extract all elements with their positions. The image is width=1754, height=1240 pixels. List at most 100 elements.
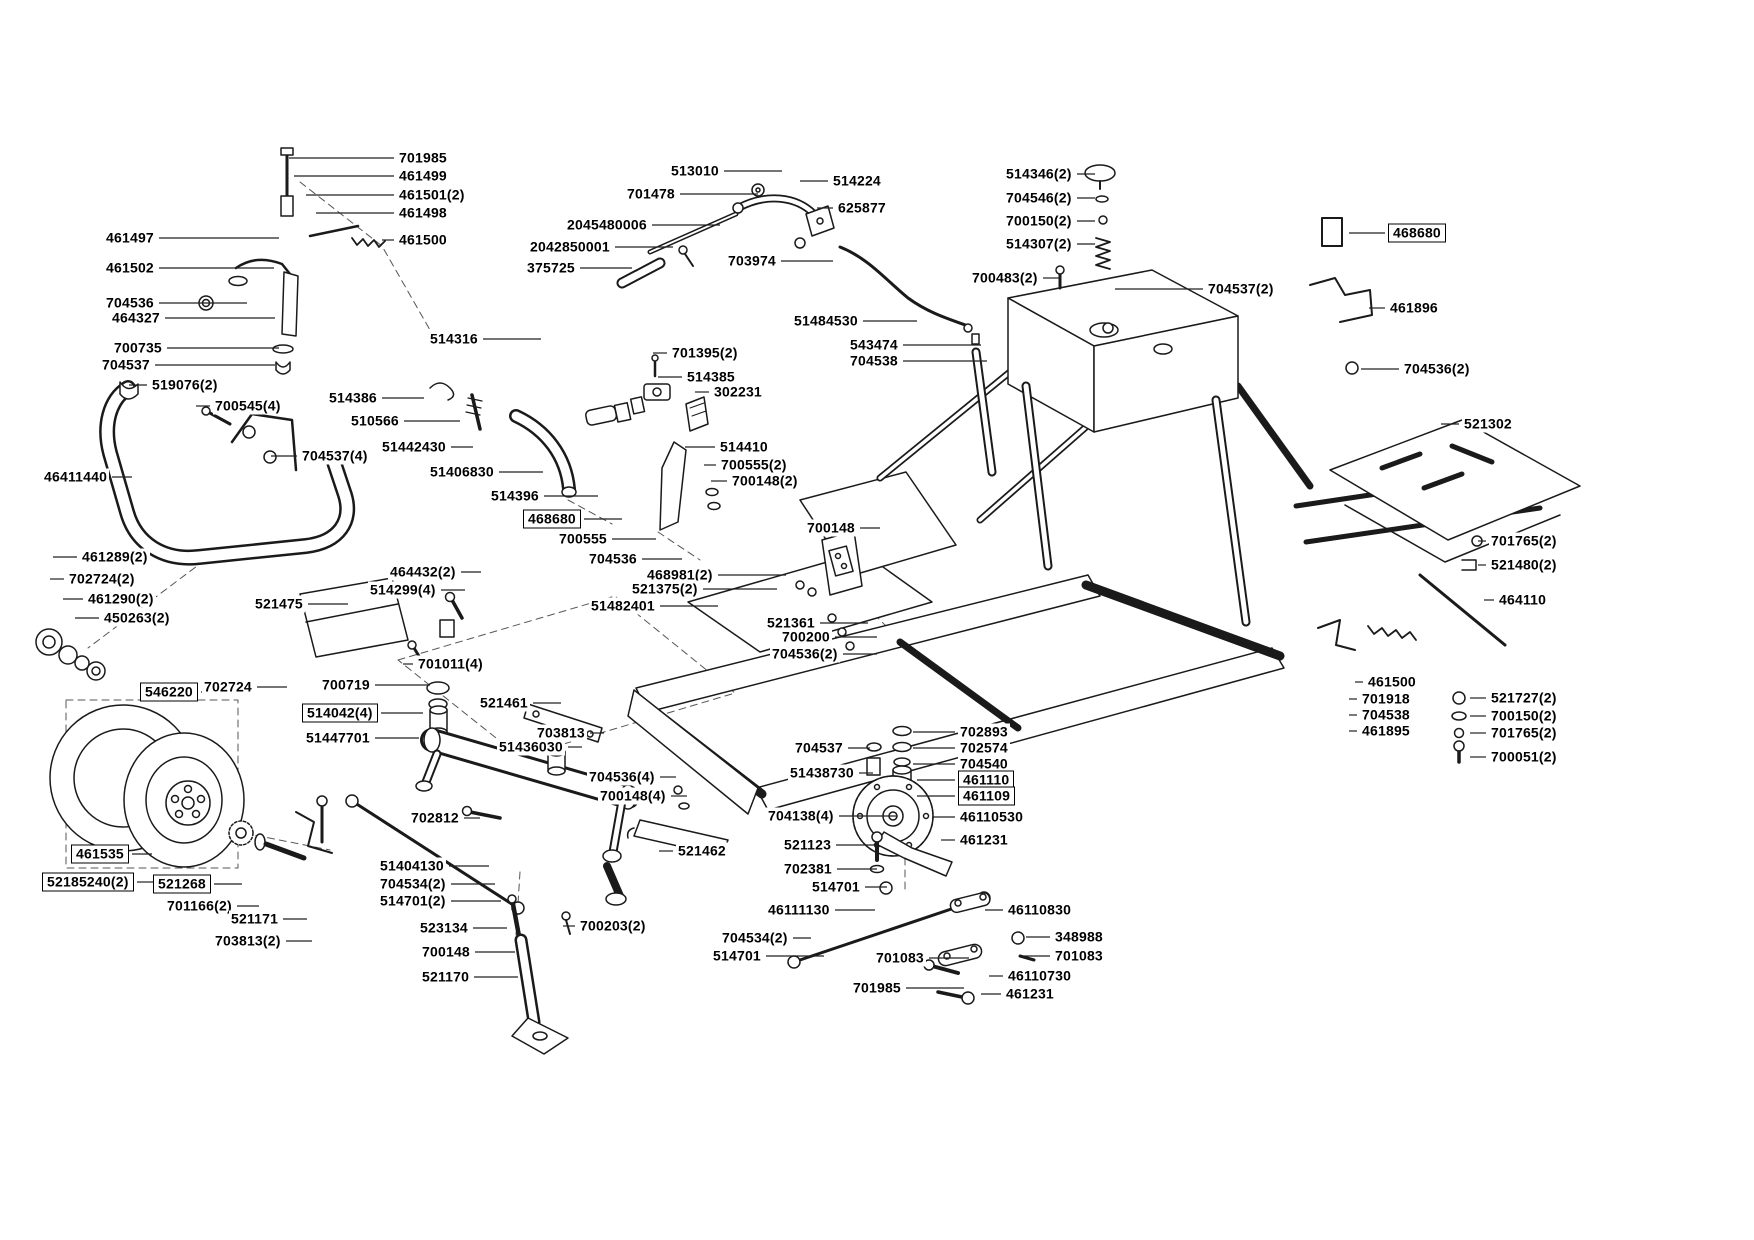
part-label: 521171 — [229, 910, 281, 928]
part-label: 2042850001 — [528, 238, 612, 256]
part-label: 461896 — [1388, 299, 1440, 317]
part-label: 700203(2) — [578, 917, 648, 935]
part-label: 468680 — [523, 509, 581, 529]
part-label: 700051(2) — [1489, 748, 1559, 766]
part-label: 702381 — [782, 860, 834, 878]
part-label: 704538 — [848, 352, 900, 370]
right-hardware — [1055, 164, 1507, 764]
part-label: 52185240(2) — [42, 872, 134, 892]
part-label: 701011(4) — [416, 655, 485, 673]
part-label: 461497 — [104, 229, 156, 247]
part-label: 703974 — [726, 252, 778, 270]
part-label: 464432(2) — [388, 563, 458, 581]
part-label: 700735 — [112, 339, 164, 357]
front-wheel — [35, 628, 307, 868]
part-label: 514316 — [428, 330, 480, 348]
seat-plate — [1293, 419, 1581, 563]
part-label: 701765(2) — [1489, 532, 1559, 550]
part-label: 521480(2) — [1489, 556, 1559, 574]
part-label: 704537(2) — [1206, 280, 1276, 298]
part-label: 464327 — [110, 309, 162, 327]
part-label: 514386 — [327, 389, 379, 407]
part-label: 700150(2) — [1489, 707, 1559, 725]
part-label: 461895 — [1360, 722, 1412, 740]
part-label: 703813 — [535, 724, 587, 742]
part-label: 464110 — [1497, 591, 1549, 609]
part-label: 468981(2) — [645, 566, 715, 584]
part-label: 701395(2) — [670, 344, 740, 362]
part-label: 461535 — [71, 844, 129, 864]
part-label: 468680 — [1388, 223, 1446, 243]
control-lever — [616, 183, 980, 345]
part-label: 703813(2) — [213, 932, 283, 950]
part-label: 46110830 — [1006, 901, 1074, 919]
part-label: 46411440 — [42, 468, 110, 486]
part-label: 46110730 — [1006, 967, 1074, 985]
part-label: 700545(4) — [213, 397, 283, 415]
part-label: 704538 — [1360, 706, 1412, 724]
part-label: 514385 — [685, 368, 737, 386]
part-label: 461502 — [104, 259, 156, 277]
part-label: 704540 — [958, 755, 1010, 773]
part-label: 702574 — [958, 739, 1010, 757]
part-label: 701166(2) — [165, 897, 234, 915]
part-label: 514701 — [711, 947, 763, 965]
part-label: 701083 — [874, 949, 926, 967]
part-label: 704546(2) — [1004, 189, 1074, 207]
part-label: 461499 — [397, 167, 449, 185]
part-label: 704536 — [104, 294, 156, 312]
part-label: 521268 — [153, 874, 211, 894]
part-label: 700719 — [320, 676, 372, 694]
part-label: 514701 — [810, 878, 862, 896]
part-label: 519076(2) — [150, 376, 220, 394]
part-label: 46110530 — [958, 808, 1026, 826]
part-label: 348988 — [1053, 928, 1105, 946]
part-label: 521170 — [420, 968, 472, 986]
part-label: 461109 — [958, 786, 1016, 806]
part-label: 514307(2) — [1004, 235, 1074, 253]
part-label: 2045480006 — [565, 216, 649, 234]
part-label: 461289(2) — [80, 548, 150, 566]
front-bumper — [99, 147, 386, 566]
part-label: 521462 — [676, 842, 728, 860]
part-label: 514299(4) — [368, 581, 438, 599]
part-label: 704537(4) — [300, 447, 370, 465]
part-label: 521475 — [253, 595, 305, 613]
part-label: 700148 — [805, 519, 857, 537]
part-label: 704536(4) — [587, 768, 657, 786]
part-label: 450263(2) — [102, 609, 172, 627]
part-label: 521461 — [478, 694, 530, 712]
part-label: 521302 — [1462, 415, 1514, 433]
part-label: 704536(2) — [770, 645, 840, 663]
part-label: 521727(2) — [1489, 689, 1559, 707]
part-label: 51406830 — [428, 463, 496, 481]
part-label: 510566 — [349, 412, 401, 430]
part-label: 704536(2) — [1402, 360, 1472, 378]
part-label: 700150(2) — [1004, 212, 1074, 230]
part-label: 514410 — [718, 438, 770, 456]
part-label: 514346(2) — [1004, 165, 1074, 183]
part-label: 514042(4) — [302, 703, 378, 723]
part-label: 704537 — [100, 356, 152, 374]
part-label: 701083 — [1053, 947, 1105, 965]
part-label: 701765(2) — [1489, 724, 1559, 742]
part-label: 700148(4) — [598, 787, 668, 805]
part-label: 51436030 — [497, 738, 565, 756]
part-label: 51442430 — [380, 438, 448, 456]
part-label: 461498 — [397, 204, 449, 222]
part-label: 521361 — [765, 614, 817, 632]
part-label: 543474 — [848, 336, 900, 354]
part-label: 521375(2) — [630, 580, 700, 598]
part-label: 704534(2) — [720, 929, 790, 947]
part-label: 461501(2) — [397, 186, 467, 204]
part-label: 700148(2) — [730, 472, 800, 490]
part-label: 704536 — [587, 550, 639, 568]
part-label: 514396 — [489, 487, 541, 505]
part-label: 51438730 — [788, 764, 856, 782]
part-label: 702893 — [958, 723, 1010, 741]
part-label: 51484530 — [792, 312, 860, 330]
part-label: 702724 — [202, 678, 254, 696]
